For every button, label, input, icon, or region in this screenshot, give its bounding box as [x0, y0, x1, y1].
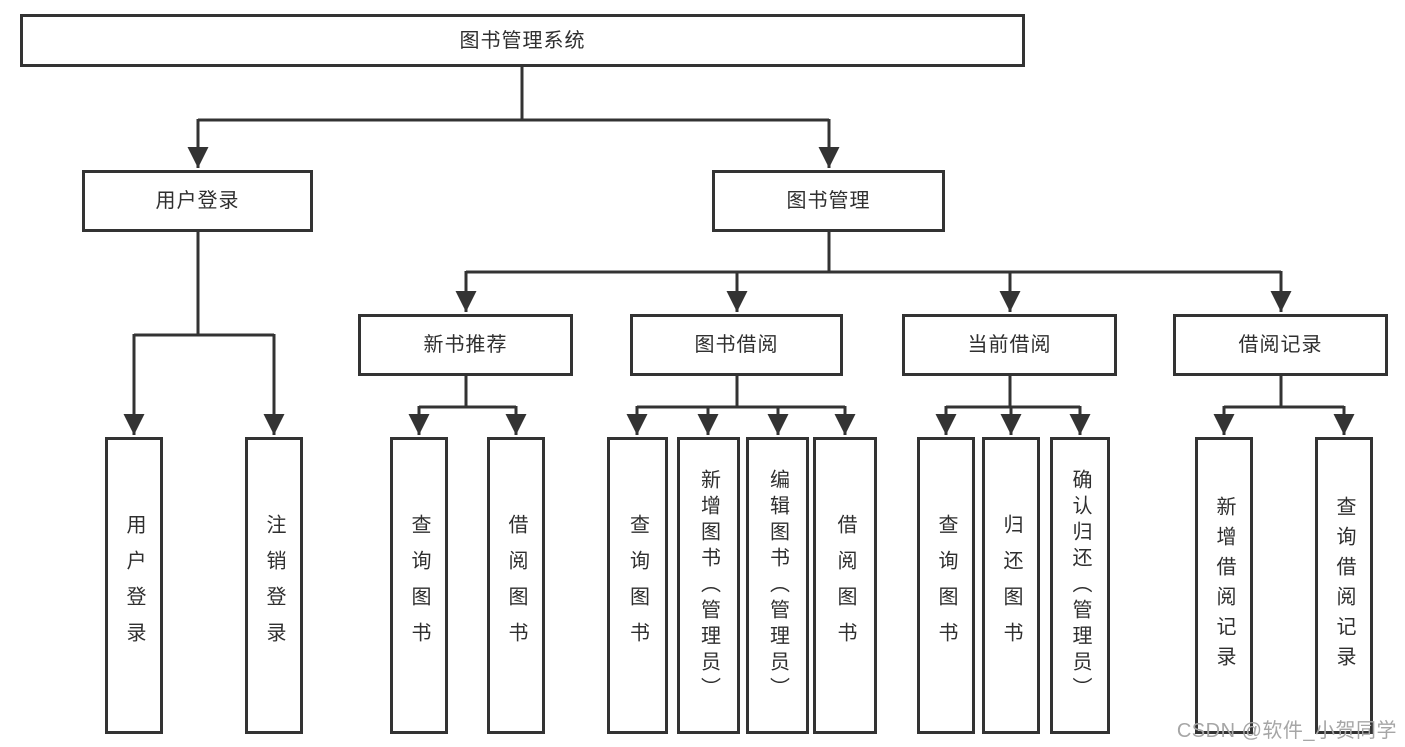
node-new-book-recommend-label: 新书推荐 [423, 334, 508, 356]
leaf-add-borrow-record-label: 新增借阅记录 [1213, 495, 1235, 676]
node-book-management: 图书管理 [712, 170, 945, 232]
leaf-add-borrow-record: 新增借阅记录 [1195, 437, 1253, 734]
leaf-borrow-books-1-label: 借阅图书 [505, 513, 527, 658]
leaf-user-login-label: 用户登录 [123, 513, 145, 658]
leaf-query-books-1: 查询图书 [390, 437, 448, 734]
leaf-query-books-1-label: 查询图书 [408, 513, 430, 658]
leaf-return-books: 归还图书 [982, 437, 1040, 734]
leaf-logout-label: 注销登录 [263, 513, 285, 658]
leaf-edit-books-admin: 编辑图书（管理员） [746, 437, 809, 734]
node-borrow-records: 借阅记录 [1173, 314, 1388, 376]
leaf-return-books-label: 归还图书 [1000, 513, 1022, 658]
node-book-management-label: 图书管理 [786, 190, 871, 212]
node-user-login: 用户登录 [82, 170, 313, 232]
leaf-query-books-3: 查询图书 [917, 437, 975, 734]
node-current-borrowing: 当前借阅 [902, 314, 1117, 376]
leaf-borrow-books-1: 借阅图书 [487, 437, 545, 734]
node-current-borrowing-label: 当前借阅 [967, 334, 1052, 356]
connector-bus [134, 65, 1344, 409]
node-book-borrowing-label: 图书借阅 [694, 334, 779, 356]
leaf-query-borrow-record: 查询借阅记录 [1315, 437, 1373, 734]
node-root: 图书管理系统 [20, 14, 1025, 67]
leaf-confirm-return-admin: 确认归还（管理员） [1050, 437, 1110, 734]
leaf-add-books-admin-label: 新增图书（管理员） [697, 468, 720, 703]
leaf-query-books-3-label: 查询图书 [935, 513, 957, 658]
leaf-borrow-books-2-label: 借阅图书 [834, 513, 856, 658]
node-new-book-recommend: 新书推荐 [358, 314, 573, 376]
leaf-add-books-admin: 新增图书（管理员） [677, 437, 740, 734]
leaf-user-login: 用户登录 [105, 437, 163, 734]
node-root-label: 图书管理系统 [459, 29, 586, 52]
csdn-watermark: CSDN @软件_小贺同学 [1176, 720, 1397, 742]
leaf-query-borrow-record-label: 查询借阅记录 [1333, 495, 1355, 676]
node-book-borrowing: 图书借阅 [630, 314, 843, 376]
node-borrow-records-label: 借阅记录 [1238, 334, 1323, 356]
leaf-borrow-books-2: 借阅图书 [813, 437, 877, 734]
leaf-query-books-2-label: 查询图书 [626, 513, 649, 658]
leaf-confirm-return-admin-label: 确认归还（管理员） [1069, 468, 1091, 703]
node-user-login-label: 用户登录 [155, 190, 240, 212]
leaf-logout: 注销登录 [245, 437, 303, 734]
leaf-query-books-2: 查询图书 [607, 437, 668, 734]
leaf-edit-books-admin-label: 编辑图书（管理员） [766, 468, 789, 703]
